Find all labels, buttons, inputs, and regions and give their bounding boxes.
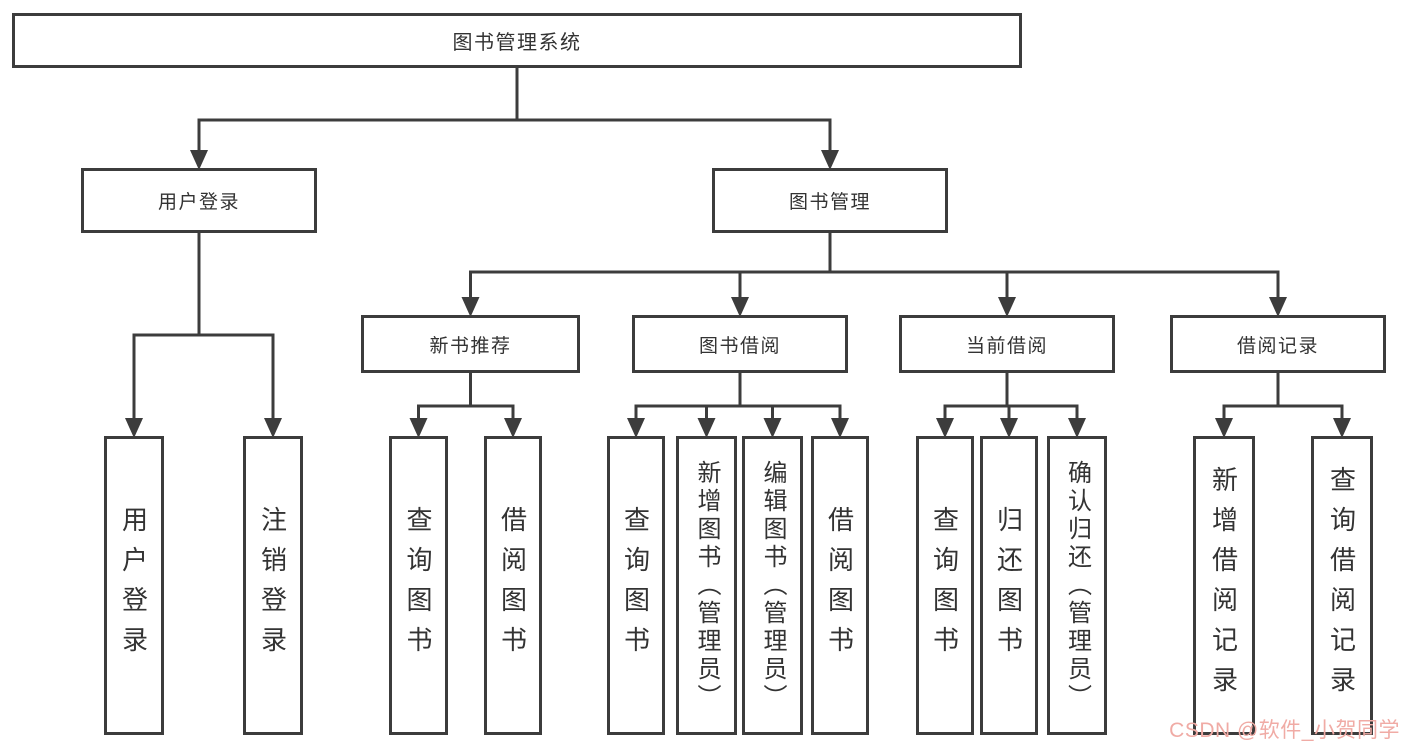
node-root: 图书管理系统 — [12, 13, 1022, 68]
node-rec-query-label: 查询图书 — [403, 505, 433, 666]
arrowhead-icon — [264, 418, 282, 438]
node-rec-label: 新书推荐 — [429, 335, 512, 357]
arrowhead-icon — [1000, 418, 1018, 438]
node-mgmt-label: 图书管理 — [788, 192, 871, 213]
arrowhead-icon — [409, 418, 428, 438]
node-login-do: 用户登录 — [104, 436, 164, 735]
node-current: 当前借阅 — [899, 315, 1115, 373]
node-rd-query: 查询借阅记录 — [1311, 436, 1373, 735]
arrowhead-icon — [1068, 418, 1086, 438]
node-cur-confirm-label: 确认归还（管理员） — [1063, 459, 1091, 712]
node-cur-confirm: 确认归还（管理员） — [1047, 436, 1107, 735]
watermark: CSDN @软件_小贺同学 — [1169, 719, 1400, 742]
arrowhead-icon — [731, 297, 749, 317]
node-bor-borrow: 借阅图书 — [811, 436, 869, 735]
node-root-label: 图书管理系统 — [452, 32, 582, 54]
arrowhead-icon — [998, 297, 1016, 317]
arrowhead-icon — [1215, 418, 1233, 438]
node-rec-query: 查询图书 — [389, 436, 448, 735]
node-login-do-label: 用户登录 — [118, 505, 149, 666]
node-rd-add-label: 新增借阅记录 — [1208, 465, 1239, 706]
node-borrow-label: 图书借阅 — [698, 335, 781, 357]
node-rec-borrow: 借阅图书 — [484, 436, 542, 735]
node-bor-borrow-label: 借阅图书 — [824, 505, 855, 666]
node-login: 用户登录 — [81, 168, 317, 233]
arrowhead-icon — [831, 418, 849, 438]
arrowhead-icon — [190, 150, 208, 170]
node-mgmt: 图书管理 — [712, 168, 948, 233]
node-rd-query-label: 查询借阅记录 — [1326, 465, 1357, 706]
node-bor-edit: 编辑图书（管理员） — [742, 436, 803, 735]
node-record-label: 借阅记录 — [1236, 335, 1319, 357]
arrowhead-icon — [821, 150, 839, 170]
arrowhead-icon — [461, 297, 480, 317]
node-cur-query: 查询图书 — [916, 436, 974, 735]
arrowhead-icon — [936, 418, 954, 438]
arrowhead-icon — [125, 418, 143, 438]
node-borrow: 图书借阅 — [632, 315, 848, 373]
node-login-out: 注销登录 — [243, 436, 303, 735]
node-cur-return-label: 归还图书 — [993, 505, 1024, 666]
node-bor-query-label: 查询图书 — [620, 505, 651, 666]
arrowhead-icon — [627, 418, 645, 438]
node-rec-borrow-label: 借阅图书 — [497, 505, 528, 666]
node-rec: 新书推荐 — [361, 315, 580, 373]
arrowhead-icon — [1333, 418, 1351, 438]
node-bor-add: 新增图书（管理员） — [676, 436, 737, 735]
arrowhead-icon — [1269, 297, 1287, 317]
node-login-label: 用户登录 — [157, 192, 240, 213]
arrowhead-icon — [763, 418, 782, 438]
node-record: 借阅记录 — [1170, 315, 1386, 373]
node-rd-add: 新增借阅记录 — [1193, 436, 1255, 735]
node-bor-query: 查询图书 — [607, 436, 665, 735]
node-login-out-label: 注销登录 — [257, 505, 288, 666]
arrowhead-icon — [697, 418, 716, 438]
node-cur-query-label: 查询图书 — [929, 505, 960, 666]
node-bor-add-label: 新增图书（管理员） — [693, 459, 720, 712]
arrowhead-icon — [504, 418, 522, 438]
node-bor-edit-label: 编辑图书（管理员） — [759, 459, 786, 712]
node-current-label: 当前借阅 — [965, 335, 1048, 357]
node-cur-return: 归还图书 — [980, 436, 1038, 735]
